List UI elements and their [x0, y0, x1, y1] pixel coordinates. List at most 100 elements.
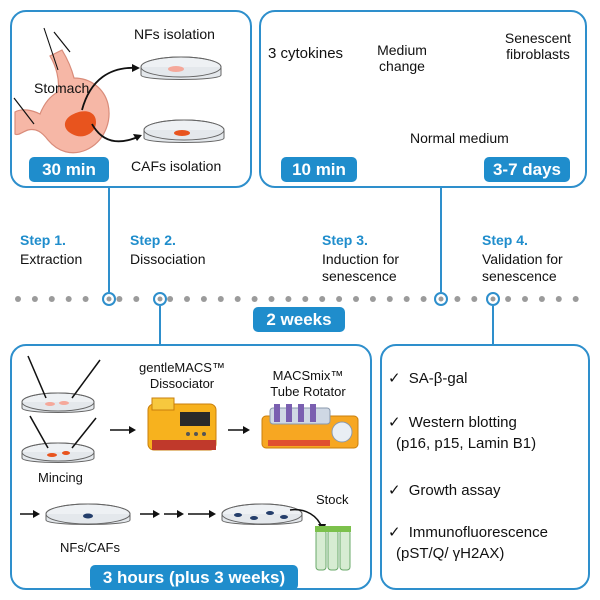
timeline-dot [336, 296, 343, 302]
nfs-isolation-label: NFs isolation [134, 26, 215, 42]
arrow-to-cafs [91, 123, 141, 143]
panel-validation [380, 344, 590, 590]
timeline-dot [538, 296, 545, 302]
panel-dissociation [10, 344, 372, 590]
timeline-dot [403, 296, 410, 302]
check-icon: ✓ [388, 482, 401, 499]
timeline-dot [48, 296, 55, 302]
timeline-dot [572, 296, 579, 302]
timeline-dot [65, 296, 72, 302]
stock-tubes-icon [315, 526, 351, 571]
timeline-dot [184, 296, 190, 302]
stomach-icon [13, 27, 110, 154]
timeline-dot [522, 296, 528, 302]
normal-medium-label: Normal medium [410, 130, 509, 146]
timeline-dot [505, 296, 512, 302]
medium-change-line2: change [379, 58, 425, 74]
validation-item-sa-bgal: ✓ SA-β-gal [388, 368, 467, 389]
timeline-dot [369, 296, 376, 302]
validation-item-detail: (pST/Q/ γH2AX) [396, 545, 505, 562]
step-3-text: Induction for senescence [322, 251, 399, 285]
time-badge-10min: 10 min [281, 157, 357, 182]
medium-change-label: Medium change [372, 42, 432, 74]
step-4-line1: Validation for [482, 251, 563, 267]
check-icon: ✓ [388, 414, 401, 431]
mincing-dish-top-icon [21, 355, 101, 413]
timeline-dot [471, 296, 478, 302]
arrow-to-nfs [81, 66, 139, 111]
nfs-dish-icon [140, 56, 222, 80]
validation-item-if: ✓ Immunofluorescence (pST/Q/ γH2AX) [388, 522, 548, 564]
arrow-to-rotator [228, 426, 250, 434]
validation-item-detail: (p16, p15, Lamin B1) [396, 435, 537, 452]
timeline-dot [386, 296, 393, 302]
step-1-title: Step 1. [20, 232, 66, 248]
validation-item-label: Immunofluorescence [408, 524, 548, 541]
mincing-dish-bottom-icon [21, 415, 97, 463]
timeline-connectors [108, 188, 494, 344]
time-badge-30min: 30 min [29, 157, 109, 182]
validation-item-western: ✓ Western blotting (p16, p15, Lamin B1) [388, 412, 536, 454]
stock-label: Stock [316, 492, 349, 507]
timeline-dot [200, 296, 207, 302]
step-2-text: Dissociation [130, 251, 206, 267]
timeline-dot [420, 296, 427, 302]
timeline-dot [82, 296, 89, 302]
tube-rotator-icon [261, 404, 359, 449]
senescent-line2: fibroblasts [506, 46, 570, 62]
dissociator-line2: Dissociator [149, 376, 215, 391]
step-4-text: Validation for senescence [482, 251, 563, 285]
time-badge-3hours: 3 hours (plus 3 weeks) [90, 565, 298, 590]
nfs-cafs-label: NFs/CAFs [60, 540, 120, 555]
timeline-dot [302, 296, 309, 302]
senescent-line1: Senescent [504, 30, 572, 46]
timeline-dot [234, 296, 241, 302]
check-icon: ✓ [388, 524, 401, 541]
lower-arrows [20, 510, 216, 518]
mincing-label: Mincing [38, 470, 83, 485]
step-3-line2: senescence [322, 268, 397, 284]
step-2-title: Step 2. [130, 232, 176, 248]
senescent-fibroblasts-label: Senescent fibroblasts [496, 30, 580, 62]
timeline [15, 296, 579, 302]
timeline-dot [454, 296, 461, 302]
timeline-dot [217, 296, 224, 302]
rotator-line2: Tube Rotator [270, 384, 346, 399]
timeline-dot [15, 296, 21, 302]
validation-item-label: Western blotting [408, 414, 517, 431]
timeline-dot [285, 296, 292, 302]
cafs-isolation-label: CAFs isolation [131, 158, 222, 174]
step-3-title: Step 3. [322, 232, 368, 248]
timeline-dot [353, 296, 359, 302]
stomach-label: Stomach [34, 80, 90, 96]
validation-item-growth: ✓ Growth assay [388, 480, 500, 501]
step-4-line2: senescence [482, 268, 557, 284]
timeline-dot [133, 296, 140, 302]
time-badge-3-7days: 3-7 days [484, 157, 570, 182]
dissociator-icon [147, 397, 217, 451]
rotator-line1: MACSmix™ [272, 368, 344, 383]
timeline-dot [167, 296, 174, 302]
medium-change-line1: Medium [377, 42, 427, 58]
dissociator-line1: gentleMACS™ [139, 360, 225, 375]
cytokines-label: 3 cytokines [268, 45, 344, 62]
validation-item-label: Growth assay [408, 482, 501, 499]
cells-dish-icon [45, 503, 131, 525]
timeline-dot [251, 296, 258, 302]
timeline-dot [319, 296, 326, 302]
timeline-dot [268, 296, 275, 302]
arrow-to-dissociator [110, 426, 136, 434]
timeline-markers [102, 292, 500, 306]
timeline-dot [31, 296, 38, 302]
step-1-text: Extraction [20, 251, 83, 267]
dissociator-label: gentleMACS™ Dissociator [128, 360, 236, 392]
step-4-title: Step 4. [482, 232, 528, 248]
expanded-cells-dish-icon [221, 503, 326, 532]
validation-item-label: SA-β-gal [408, 370, 468, 387]
timeline-dot [555, 296, 562, 302]
check-icon: ✓ [388, 370, 401, 387]
timeline-dot [116, 296, 123, 302]
rotator-label: MACSmix™ Tube Rotator [258, 368, 358, 400]
cafs-dish-icon [143, 119, 225, 143]
